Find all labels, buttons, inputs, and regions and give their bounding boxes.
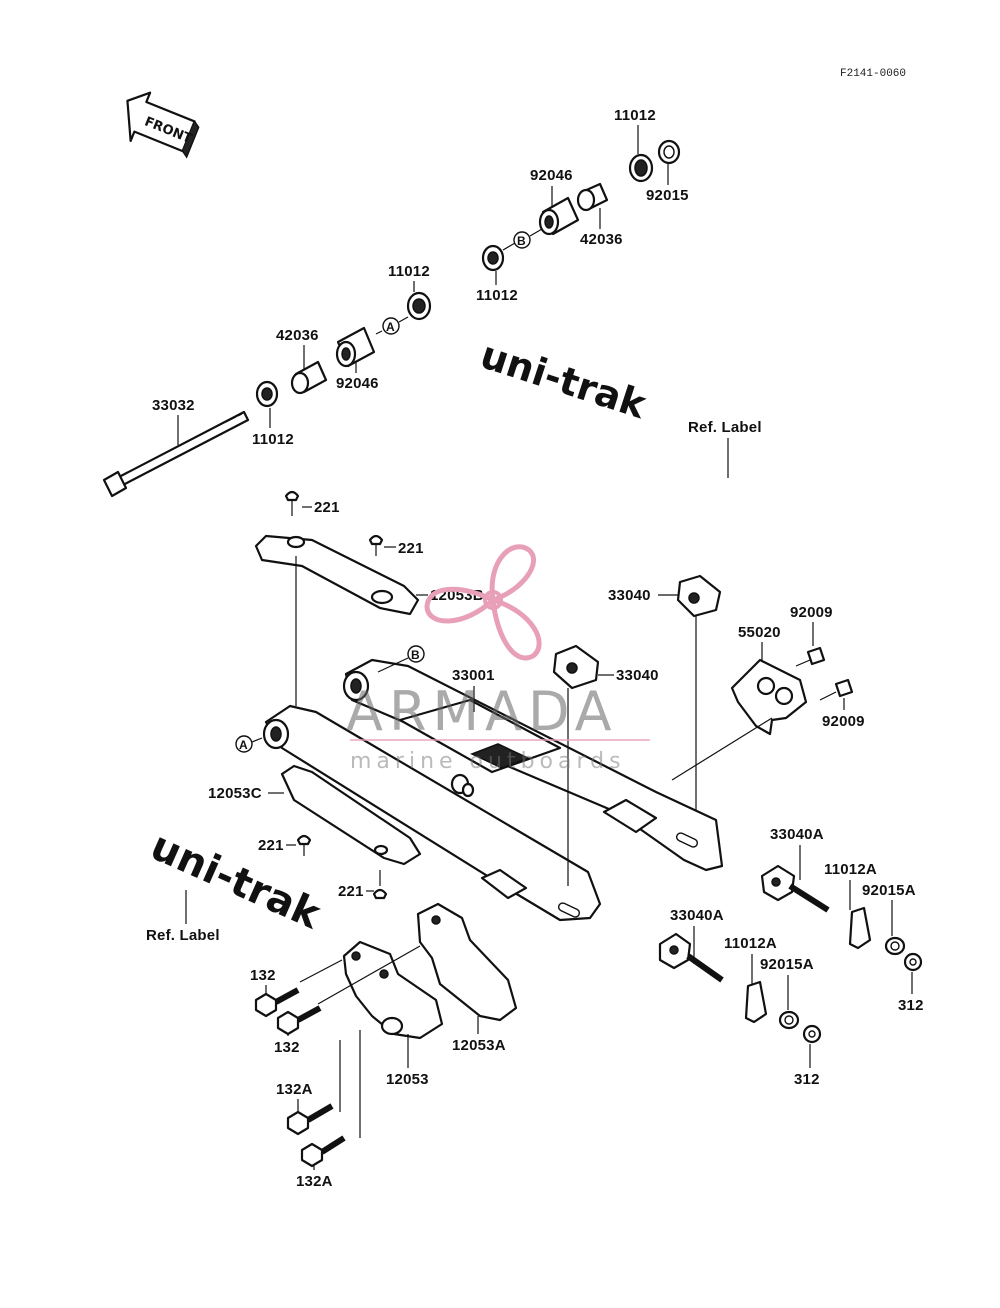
label-92015a-1: 92015A — [862, 882, 916, 899]
block-11012a-1 — [848, 906, 872, 950]
uni-trak-logo-top-icon: uni-trak — [475, 333, 652, 428]
label-92009-1: 92009 — [790, 604, 833, 621]
propeller-logo-icon — [424, 544, 542, 661]
label-33040-1: 33040 — [608, 587, 651, 604]
marker-b-arm-label: B — [411, 648, 420, 662]
label-312-1: 312 — [898, 997, 924, 1014]
seal-11012-a — [406, 291, 432, 321]
label-132a-2: 132A — [296, 1173, 333, 1190]
label-92046-a: 92046 — [336, 375, 379, 392]
bolt-92009-1 — [795, 646, 826, 667]
label-92046-top: 92046 — [530, 167, 573, 184]
adjuster-33040a-1 — [760, 864, 830, 913]
bushing-92046-a — [335, 326, 376, 368]
label-12053: 12053 — [386, 1071, 429, 1088]
plate-55020 — [730, 658, 808, 736]
label-132-2: 132 — [274, 1039, 300, 1056]
pivot-shaft-33032 — [102, 410, 250, 498]
label-11012a-1: 11012A — [824, 861, 877, 878]
bolt-132-1 — [254, 987, 300, 1018]
label-33040a-2: 33040A — [670, 907, 724, 924]
ref-label-bottom: Ref. Label — [146, 927, 220, 944]
marker-b-arm — [407, 645, 425, 663]
watermark-tagline: marine outboards — [350, 749, 626, 774]
guide-12053a — [416, 902, 518, 1022]
bracket-33040-2 — [552, 644, 600, 690]
adjuster-33040a-2 — [658, 932, 724, 983]
label-33040a-1: 33040A — [770, 826, 824, 843]
label-42036-top: 42036 — [580, 231, 623, 248]
label-221-3: 221 — [258, 837, 284, 854]
ref-label-top: Ref. Label — [688, 419, 762, 436]
label-132-1: 132 — [250, 967, 276, 984]
marker-a-top-label: A — [386, 320, 395, 334]
watermark-brand: ARMADA — [346, 680, 618, 743]
label-33001: 33001 — [452, 667, 495, 684]
label-11012-b: 11012 — [476, 287, 518, 304]
label-12053a: 12053A — [452, 1037, 506, 1054]
label-55020: 55020 — [738, 624, 781, 641]
chain-guide-12053b — [254, 534, 420, 616]
bracket-33040-1 — [676, 574, 722, 618]
label-33040-2: 33040 — [616, 667, 659, 684]
bushing-92046-top — [538, 196, 580, 236]
label-12053c: 12053C — [208, 785, 262, 802]
nut-312-2 — [802, 1024, 822, 1044]
logo-text-top: uni-trak — [475, 333, 652, 428]
front-arrow-icon: FRONT — [126, 91, 200, 159]
label-221-2: 221 — [398, 540, 424, 557]
screw-221-2 — [368, 534, 384, 556]
label-92009-2: 92009 — [822, 713, 865, 730]
sleeve-42036-a — [290, 360, 328, 395]
label-312-2: 312 — [794, 1071, 820, 1088]
screw-221-4 — [372, 870, 388, 900]
sleeve-42036-top — [576, 182, 609, 212]
marker-a-arm-label: A — [239, 738, 248, 752]
label-42036-a: 42036 — [276, 327, 319, 344]
block-11012a-2 — [744, 980, 768, 1024]
nut-92015a-2 — [778, 1010, 800, 1030]
label-11012-top: 11012 — [614, 107, 656, 124]
label-221-4: 221 — [338, 883, 364, 900]
nut-312-1 — [903, 952, 923, 972]
marker-a-top — [382, 317, 400, 335]
swingarm-33001 — [262, 658, 724, 922]
bolt-132a-1 — [286, 1103, 334, 1136]
label-92015a-2: 92015A — [760, 956, 814, 973]
label-132a-1: 132A — [276, 1081, 313, 1098]
seal-11012-low — [255, 380, 279, 408]
bolt-132-2 — [276, 1005, 322, 1036]
marker-b-top-label: B — [517, 234, 526, 248]
label-11012-low: 11012 — [252, 431, 294, 448]
label-92015-top: 92015 — [646, 187, 689, 204]
nut-92015-top — [657, 139, 681, 165]
marker-a-arm — [235, 735, 253, 753]
label-11012a-2: 11012A — [724, 935, 777, 952]
chain-guide-12053c — [280, 764, 422, 866]
marker-b-top — [513, 231, 531, 249]
seal-11012-top — [628, 153, 654, 183]
screw-221-1 — [284, 490, 300, 516]
guide-12053 — [342, 940, 444, 1040]
label-221-1: 221 — [314, 499, 340, 516]
bolt-132a-2 — [300, 1135, 346, 1168]
bolt-92009-2 — [819, 678, 854, 701]
nut-92015a-1 — [884, 936, 906, 956]
screw-221-3 — [296, 834, 312, 856]
label-33032: 33032 — [152, 397, 195, 414]
diagram-code: F2141-0060 — [840, 68, 906, 80]
seal-11012-b — [481, 244, 505, 272]
label-11012-a: 11012 — [388, 263, 430, 280]
watermark: ARMADA marine outboards — [346, 544, 650, 774]
